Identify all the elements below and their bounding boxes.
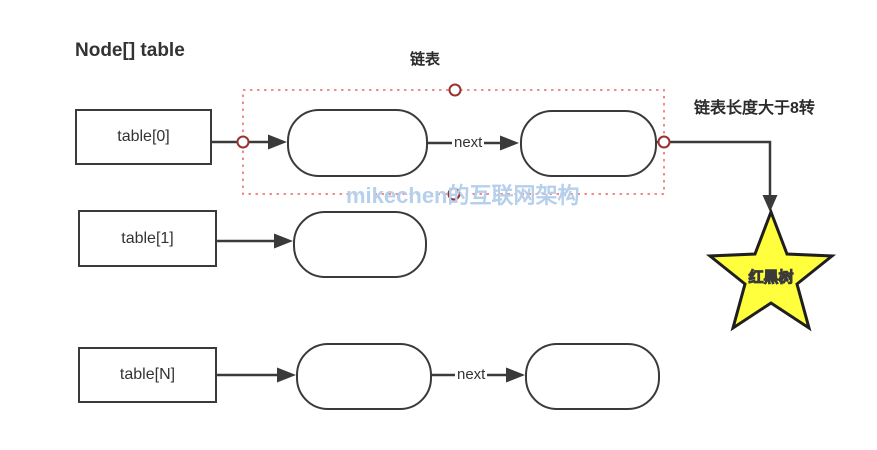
selection-handle-right (657, 135, 671, 149)
selection-handle-left (236, 135, 250, 149)
list-node-row1-1 (293, 211, 427, 278)
list-node-row0-1 (287, 109, 428, 177)
bucket-tableN-label: table[N] (119, 366, 176, 383)
bucket-tableN: table[N] (78, 347, 217, 403)
arrowhead-table1-to-node (274, 233, 293, 249)
arrowhead-next-row0 (500, 135, 519, 151)
linked-list-label: 链表 (409, 51, 440, 68)
next-label-row0: next (452, 134, 485, 151)
list-node-rowN-2 (525, 343, 660, 410)
arrowhead-next-rowN (506, 367, 525, 383)
bucket-table1: table[1] (78, 210, 217, 267)
diagram-title: Node[] table (75, 40, 185, 61)
bucket-table0-label: table[0] (117, 128, 170, 145)
red-black-tree-label: 红黑树 (748, 269, 794, 287)
arrowhead-to-tree (762, 195, 778, 212)
list-node-row0-2 (520, 110, 657, 177)
selection-handle-bottom (447, 187, 461, 201)
list-node-rowN-1 (296, 343, 432, 410)
next-label-rowN: next (455, 366, 488, 383)
selection-handle-top (448, 83, 462, 97)
red-black-tree-star (705, 207, 837, 332)
arrowhead-tableN-to-node (277, 367, 296, 383)
bucket-table1-label: table[1] (121, 229, 174, 247)
bucket-table0: table[0] (75, 109, 212, 165)
arrowhead-table0-to-node (268, 134, 287, 150)
connector-to-tree (657, 140, 772, 197)
treeify-note-label: 链表长度大于8转 (694, 100, 815, 117)
